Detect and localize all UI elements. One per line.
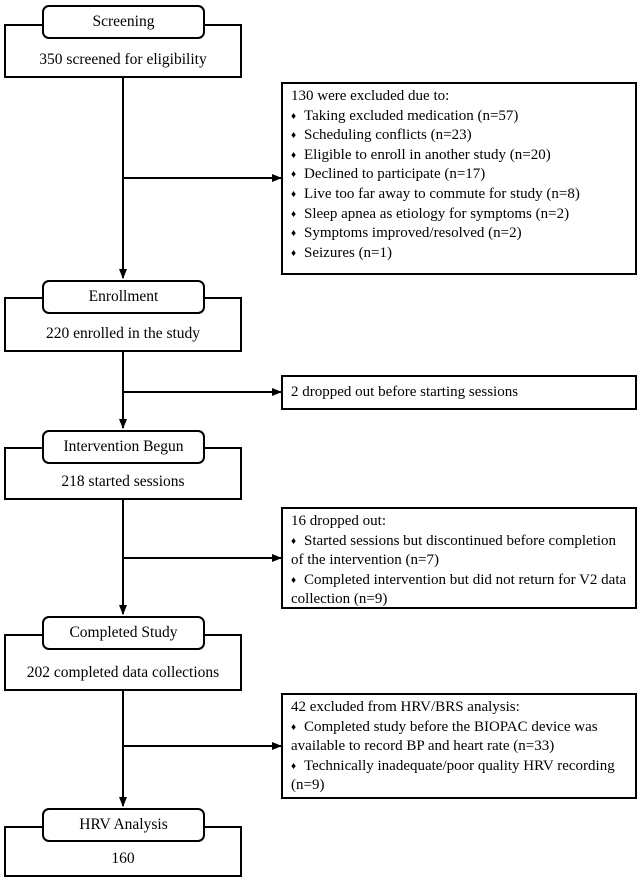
list-item: ♦Eligible to enroll in another study (n=… xyxy=(291,146,629,166)
list-item: ♦Completed intervention but did not retu… xyxy=(291,571,627,608)
bullet-diamond-icon: ♦ xyxy=(291,169,297,181)
stage-label-text: Completed Study xyxy=(69,624,178,641)
stage-label-completed: Completed Study xyxy=(42,616,205,650)
bullet-diamond-icon: ♦ xyxy=(291,535,297,547)
bullet-diamond-icon: ♦ xyxy=(291,247,297,259)
stage-label-text: Intervention Begun xyxy=(63,438,184,455)
exclusion-box-completed: 42 excluded from HRV/BRS analysis: ♦Comp… xyxy=(281,693,637,799)
list-item: ♦Scheduling conflicts (n=23) xyxy=(291,126,629,146)
list-item: ♦Started sessions but discontinued befor… xyxy=(291,532,617,569)
exclusion-list: ♦Started sessions but discontinued befor… xyxy=(291,532,629,610)
exclusion-box-screening: 130 were excluded due to: ♦Taking exclud… xyxy=(281,82,637,275)
bullet-diamond-icon: ♦ xyxy=(291,228,297,240)
exclusion-box-enrollment: 2 dropped out before starting sessions xyxy=(281,375,637,410)
list-item: ♦Symptoms improved/resolved (n=2) xyxy=(291,224,629,244)
stage-label-text: HRV Analysis xyxy=(79,816,168,833)
list-item: ♦Declined to participate (n=17) xyxy=(291,165,629,185)
stage-label-hrv: HRV Analysis xyxy=(42,808,205,842)
list-item: ♦Live too far away to commute for study … xyxy=(291,185,629,205)
list-item: ♦Seizures (n=1) xyxy=(291,244,629,264)
bullet-diamond-icon: ♦ xyxy=(291,149,297,161)
bullet-diamond-icon: ♦ xyxy=(291,574,297,586)
exclusion-heading: 130 were excluded due to: xyxy=(291,88,450,104)
list-item: ♦Completed study before the BIOPAC devic… xyxy=(291,718,598,755)
bullet-diamond-icon: ♦ xyxy=(291,721,297,733)
exclusion-box-intervention: 16 dropped out: ♦Started sessions but di… xyxy=(281,507,637,609)
exclusion-list: ♦Completed study before the BIOPAC devic… xyxy=(291,718,629,796)
exclusion-heading: 16 dropped out: xyxy=(291,513,386,529)
stage-count: 160 xyxy=(111,849,135,867)
list-item: ♦Taking excluded medication (n=57) xyxy=(291,107,629,127)
stage-label-screening: Screening xyxy=(42,5,205,39)
bullet-diamond-icon: ♦ xyxy=(291,130,297,142)
bullet-diamond-icon: ♦ xyxy=(291,760,297,772)
stage-label-enrollment: Enrollment xyxy=(42,280,205,314)
stage-count: 350 screened for eligibility xyxy=(39,50,207,68)
bullet-diamond-icon: ♦ xyxy=(291,208,297,220)
stage-label-intervention: Intervention Begun xyxy=(42,430,205,464)
exclusion-list: ♦Taking excluded medication (n=57) ♦Sche… xyxy=(291,107,629,264)
stage-label-text: Enrollment xyxy=(88,288,159,305)
list-item: ♦Technically inadequate/poor quality HRV… xyxy=(291,757,615,794)
list-item: ♦Sleep apnea as etiology for symptoms (n… xyxy=(291,205,629,225)
bullet-diamond-icon: ♦ xyxy=(291,188,297,200)
stage-count: 202 completed data collections xyxy=(26,663,220,681)
exclusion-heading: 42 excluded from HRV/BRS analysis: xyxy=(291,699,520,715)
stage-count: 218 started sessions xyxy=(61,472,185,490)
exclusion-heading: 2 dropped out before starting sessions xyxy=(291,384,519,400)
stage-count: 220 enrolled in the study xyxy=(45,324,201,342)
stage-label-text: Screening xyxy=(92,13,155,30)
bullet-diamond-icon: ♦ xyxy=(291,110,297,122)
